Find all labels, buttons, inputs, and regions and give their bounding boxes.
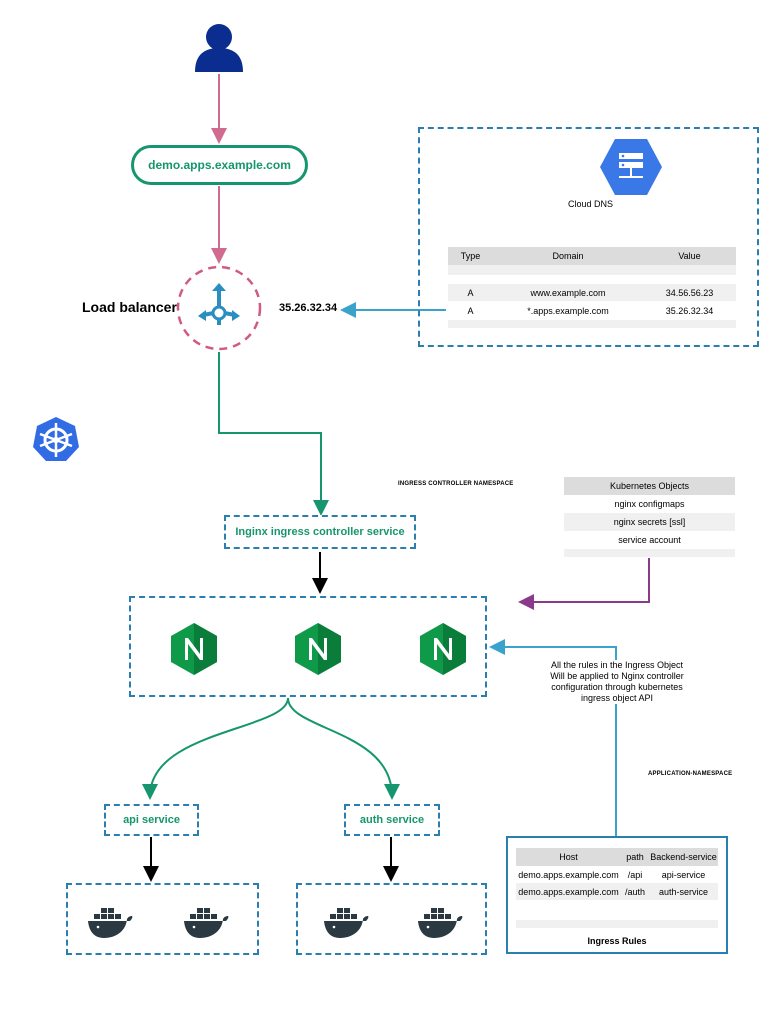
dns-table-header: Type Domain Value — [448, 247, 736, 265]
nginx-icon — [295, 623, 341, 675]
dns-cell: 34.56.56.23 — [665, 287, 714, 298]
dns-cell: *.apps.example.com — [527, 305, 609, 316]
dns-header-value: Value — [678, 251, 701, 261]
dns-header-type: Type — [460, 251, 481, 261]
docker-icon — [324, 908, 369, 938]
k8s-object-item: service account — [564, 531, 735, 549]
ingress-rule-row: demo.apps.example.com /auth auth-service — [516, 883, 718, 900]
ingress-cell: api-service — [661, 869, 706, 880]
docker-icon — [88, 908, 133, 938]
ingress-cell: /auth — [624, 886, 646, 897]
dns-header-domain: Domain — [552, 251, 584, 261]
ingress-rules-title: Ingress Rules — [587, 936, 647, 946]
k8s-objects-footer — [564, 549, 735, 557]
lb-to-controller-arrow — [218, 352, 329, 516]
k8s-objects-title: Kubernetes Objects — [564, 477, 735, 495]
ingress-cell: demo.apps.example.com — [518, 869, 619, 880]
nginx-pods-panel — [129, 596, 487, 697]
dns-cell: A — [467, 305, 474, 316]
dns-cell: 35.26.32.34 — [665, 305, 714, 316]
dns-table-spacer — [448, 265, 736, 275]
cloud-dns-title: Cloud DNS — [567, 199, 614, 209]
ingress-cell: demo.apps.example.com — [518, 886, 619, 897]
k8s-objects-title-text: Kubernetes Objects — [609, 481, 690, 491]
ingress-rules-arrow — [489, 639, 617, 838]
load-balancer-ip: 35.26.32.34 — [279, 302, 338, 314]
ingress-cell: auth-service — [658, 886, 709, 897]
ingress-header-path: path — [626, 852, 644, 862]
ingress-rules-header: Host path Backend-service — [516, 848, 718, 866]
nginx-icon — [171, 623, 217, 675]
user-icon — [195, 24, 243, 72]
kubernetes-objects-table: Kubernetes Objects nginx configmaps ngin… — [564, 477, 735, 559]
application-namespace-label: APPLICATION-NAMESPACE — [648, 771, 733, 777]
ingress-rule-row: demo.apps.example.com /api api-service — [516, 866, 718, 883]
nginx-icon — [420, 623, 466, 675]
load-balancer-icon — [176, 265, 262, 351]
ingress-rules-footer — [516, 920, 718, 928]
ingress-cell: /api — [627, 869, 643, 880]
k8s-object-text: nginx secrets [ssl] — [613, 517, 686, 527]
dns-cell: A — [467, 287, 474, 298]
ingress-header-backend: Backend-service — [650, 852, 717, 862]
cloud-dns-panel: Cloud DNS Type Domain Value A www.exampl… — [418, 127, 759, 347]
kubernetes-icon — [33, 417, 79, 461]
dns-table-row: A *.apps.example.com 35.26.32.34 — [448, 302, 736, 319]
k8s-objects-arrow — [518, 558, 650, 610]
k8s-object-item: nginx secrets [ssl] — [564, 513, 735, 531]
nginx-to-api-arrow — [142, 697, 289, 800]
k8s-object-item: nginx configmaps — [564, 495, 735, 513]
cloud-dns-icon — [600, 139, 662, 195]
auth-pods-panel — [296, 883, 487, 955]
docker-icon — [184, 908, 229, 938]
ingress-rules-panel: Host path Backend-service demo.apps.exam… — [506, 836, 728, 954]
docker-icon — [418, 908, 463, 938]
ingress-namespace-label: INGRESS CONTROLLER NAMESPACE — [398, 481, 514, 487]
ingress-note: All the rules in the Ingress Object Will… — [548, 660, 686, 704]
dns-cell: www.example.com — [530, 287, 606, 298]
api-service-box: api service — [104, 804, 199, 836]
auth-service-box: auth service — [344, 804, 440, 836]
api-pods-panel — [66, 883, 259, 955]
k8s-object-text: nginx configmaps — [614, 499, 685, 509]
load-balancer-label: Load balancer — [82, 299, 177, 315]
nginx-to-auth-arrow — [287, 697, 400, 800]
dns-table-footer — [448, 320, 736, 328]
ingress-header-host: Host — [559, 852, 578, 862]
domain-pill: demo.apps.example.com — [131, 145, 308, 185]
dns-table-row: A www.example.com 34.56.56.23 — [448, 284, 736, 301]
ingress-controller-service: Inginx ingress controller service — [224, 515, 416, 549]
k8s-object-text: service account — [618, 535, 681, 545]
